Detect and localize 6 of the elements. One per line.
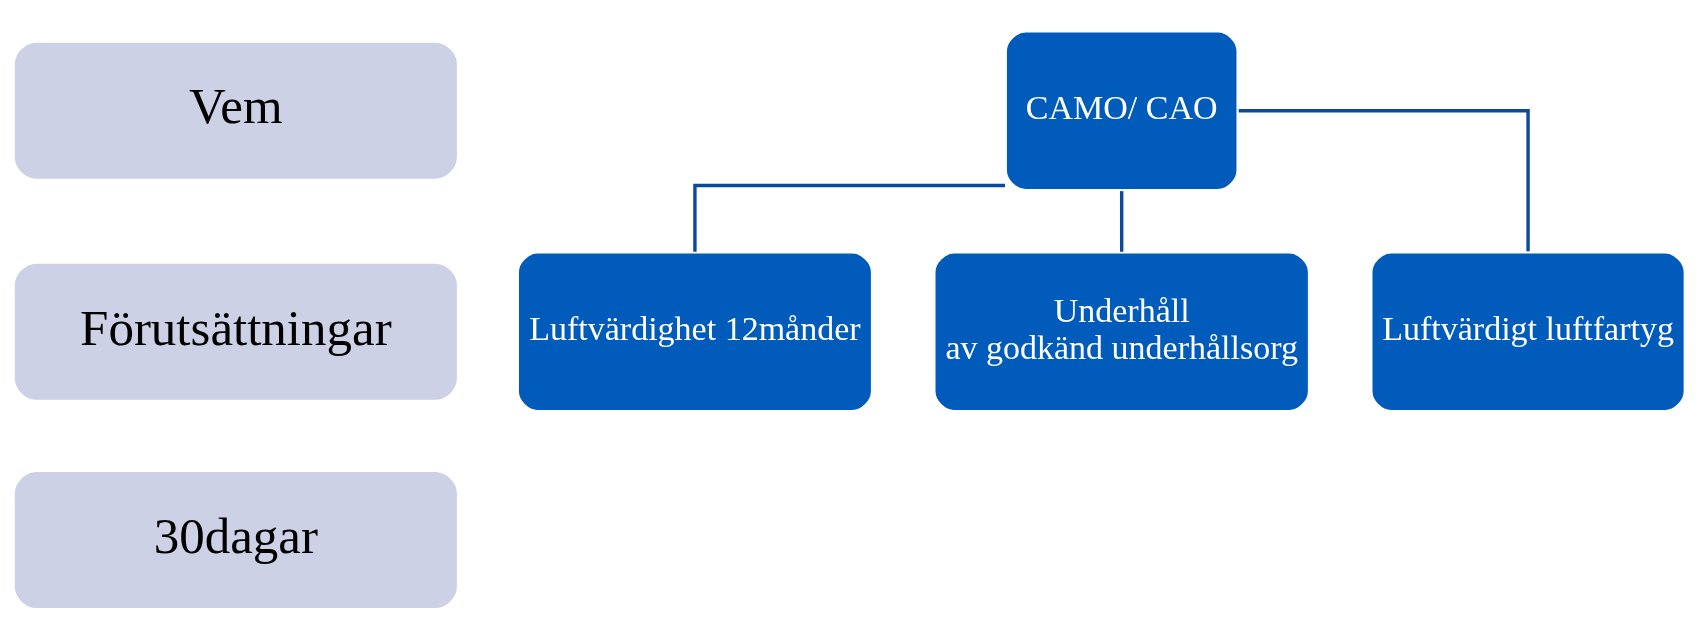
connector (1120, 191, 1124, 252)
node-box: Förutsättningar (14, 263, 457, 400)
connector (693, 183, 1006, 252)
connector (1238, 109, 1530, 252)
node-box: 30dagar (14, 472, 457, 609)
node-box: Vem (14, 42, 457, 179)
